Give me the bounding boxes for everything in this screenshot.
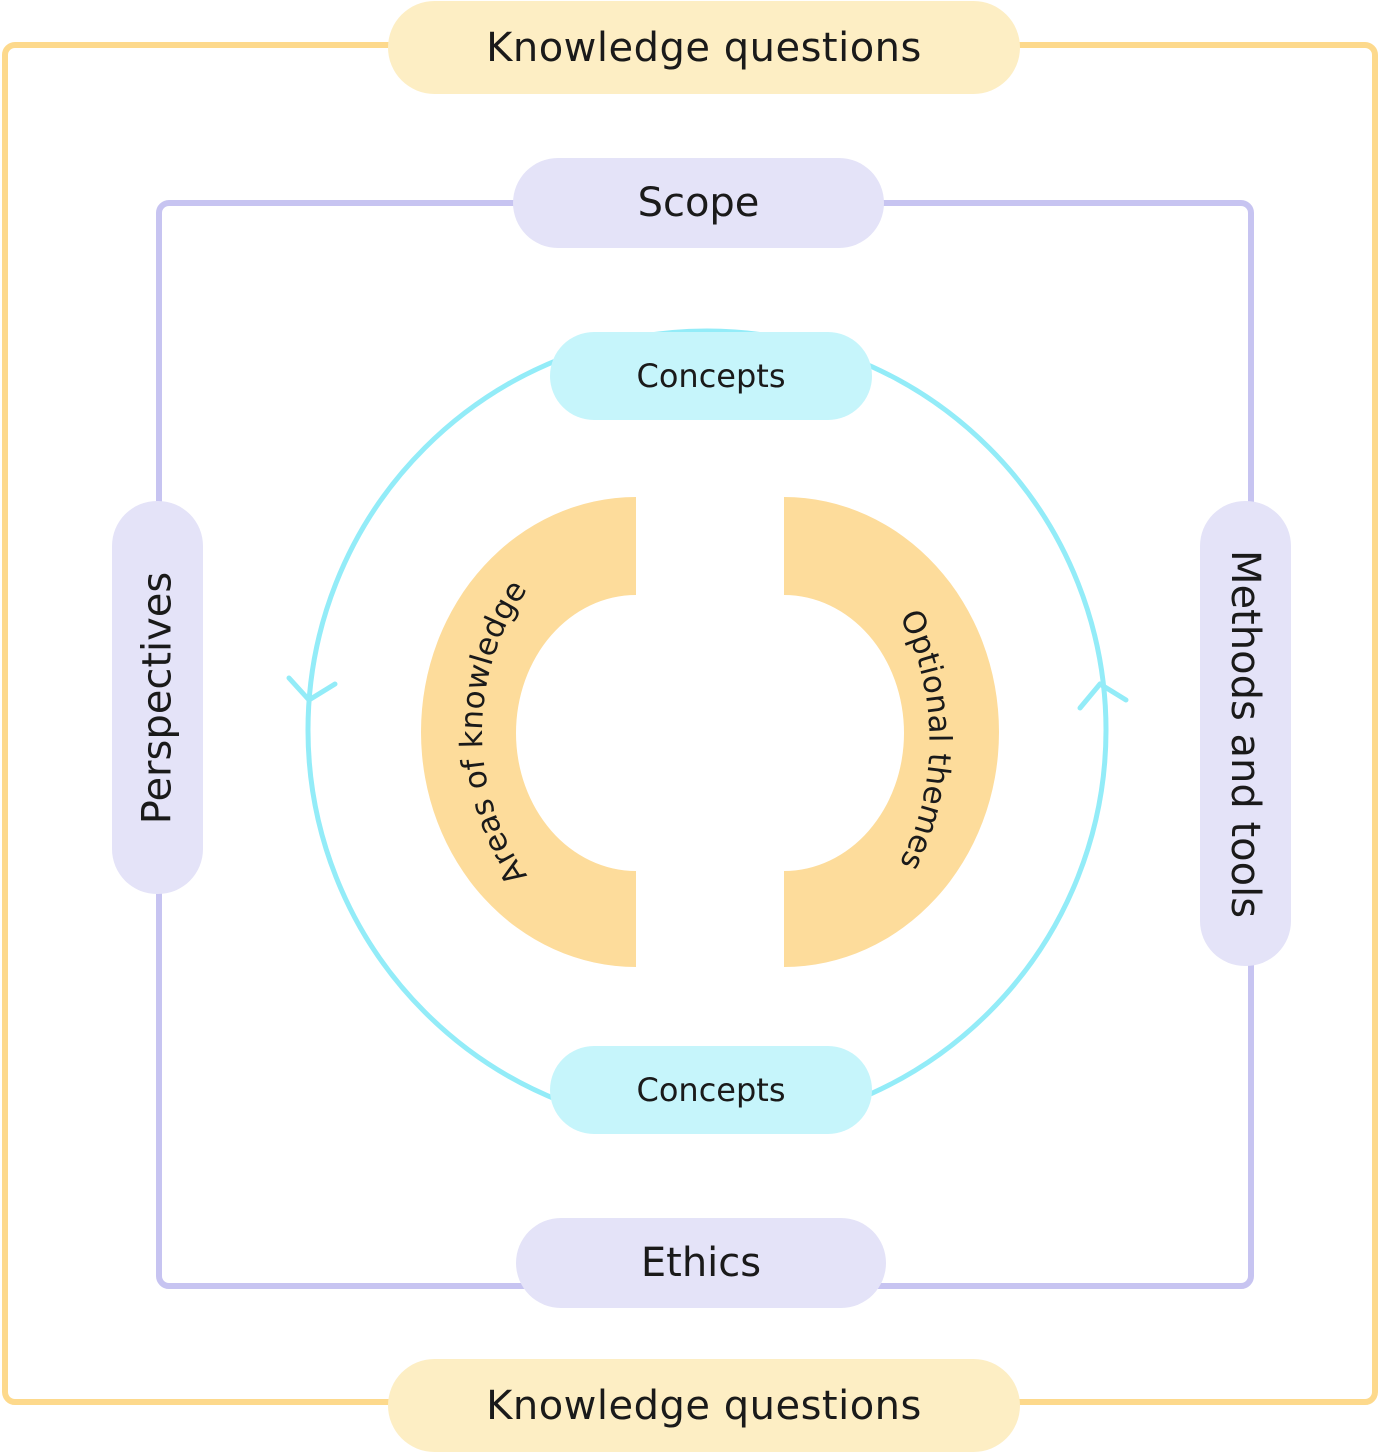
knowledge-questions-top-pill: Knowledge questions (388, 1, 1020, 94)
knowledge-questions-bottom-label: Knowledge questions (486, 1382, 922, 1429)
areas-of-knowledge-arc (421, 497, 636, 967)
perspectives-label: Perspectives (134, 571, 181, 824)
ethics-label: Ethics (640, 1240, 762, 1286)
methods-and-tools-pill: Methods and tools (1200, 501, 1291, 966)
outer-frame (2, 42, 1378, 1405)
concepts-bottom-label: Concepts (636, 1071, 786, 1109)
perspectives-pill: Perspectives (112, 501, 203, 894)
scope-pill: Scope (513, 158, 884, 248)
left-arrowhead-icon (286, 675, 338, 703)
concepts-top-label: Concepts (636, 357, 786, 395)
methods-and-tools-label: Methods and tools (1222, 549, 1269, 918)
scope-label: Scope (637, 180, 760, 226)
knowledge-questions-bottom-pill: Knowledge questions (388, 1359, 1020, 1452)
concepts-bottom-pill: Concepts (550, 1046, 872, 1134)
optional-themes-arc (784, 497, 999, 967)
knowledge-questions-top-label: Knowledge questions (486, 24, 922, 71)
ethics-pill: Ethics (516, 1218, 886, 1308)
concepts-top-pill: Concepts (550, 332, 872, 420)
right-arrowhead-icon (1077, 681, 1129, 711)
